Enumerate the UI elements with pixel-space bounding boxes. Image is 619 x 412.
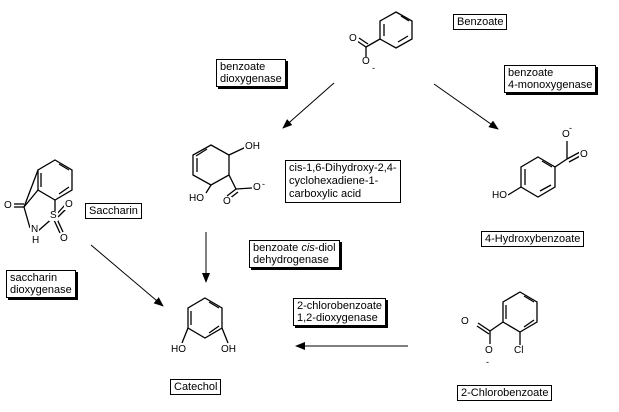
benzoate-charge: -: [372, 63, 375, 73]
chlorobenzoate-structure: [476, 291, 538, 345]
cis-diol-structure: [192, 144, 253, 200]
catechol-atom-oh: OH: [220, 344, 237, 355]
hydroxybenzoate-atom-ho: HO: [491, 190, 508, 201]
arrow-benzoate-to-diol: [282, 82, 335, 129]
diol-atom-o-minus: O: [252, 182, 262, 193]
enzyme-dehydrogenase-line1c: -diol: [314, 242, 336, 254]
cis-diol-name-line3: carboxylic acid: [289, 188, 362, 200]
enzyme-benzoate-dioxygenase: benzoate dioxygenase: [216, 59, 286, 87]
hydroxybenzoate-atom-o-double: O: [579, 149, 589, 160]
cis-diol-name-line2: cyclohexadiene-1-: [289, 175, 379, 187]
saccharin-atom-s: S: [49, 210, 58, 221]
compound-hydroxybenzoate: 4-Hydroxybenzoate: [481, 231, 585, 247]
saccharin-atom-o-s2: O: [59, 233, 69, 244]
diol-atom-ho: HO: [188, 193, 205, 204]
compound-saccharin: Saccharin: [85, 203, 142, 219]
diol-atom-oh: OH: [244, 141, 261, 152]
enzyme-benzoate-monooxygenase: benzoate 4-monoxygenase: [504, 65, 597, 93]
diol-atom-o-double: O: [222, 196, 232, 207]
enzyme-saccharin-dioxygenase-line1: saccharin: [10, 272, 58, 284]
benzoate-atom-o-minus: O: [361, 56, 371, 67]
catechol-structure: [181, 297, 229, 344]
chlorobenzoate-charge: -: [486, 357, 489, 367]
benzoate-atom-o-double: O: [348, 33, 358, 44]
hydroxybenzoate-charge: -: [569, 123, 572, 133]
enzyme-chlorobenzoate-dioxygenase-line1: 2-chlorobenzoate: [297, 300, 383, 312]
enzyme-dehydrogenase-line1a: benzoate: [253, 242, 302, 254]
enzyme-dehydrogenase-line1: benzoate cis-diol: [253, 242, 336, 254]
compound-chlorobenzoate: 2-Chlorobenzoate: [457, 385, 553, 401]
compound-benzoate: Benzoate: [453, 14, 508, 30]
saccharin-atom-h: H: [31, 235, 41, 246]
saccharin-structure: [14, 159, 73, 234]
arrow-benzoate-to-hydroxybenzoate: [433, 83, 499, 130]
saccharin-atom-o-s1: O: [64, 199, 74, 210]
enzyme-dehydrogenase-line2: dehydrogenase: [253, 254, 329, 266]
chlorobenzoate-atom-o-minus: O: [484, 345, 494, 356]
compound-cis-diol: cis-1,6-Dihydroxy-2,4- cyclohexadiene-1-…: [285, 160, 401, 203]
chlorobenzoate-atom-o-double: O: [460, 316, 470, 327]
enzyme-saccharin-dioxygenase-line2: dioxygenase: [10, 284, 72, 296]
diol-charge: -: [262, 179, 265, 189]
enzyme-chlorobenzoate-dioxygenase-line2: 1,2-dioxygenase: [297, 312, 378, 324]
catechol-atom-ho: HO: [170, 344, 187, 355]
chlorobenzoate-atom-cl: Cl: [513, 345, 525, 356]
compound-catechol: Catechol: [170, 379, 222, 395]
cis-diol-name-line1: cis-1,6-Dihydroxy-2,4-: [289, 162, 397, 174]
enzyme-saccharin-dioxygenase: saccharin dioxygenase: [6, 270, 76, 298]
enzyme-cis-diol-dehydrogenase: benzoate cis-diol dehydrogenase: [249, 240, 340, 268]
enzyme-benzoate-monooxygenase-line1: benzoate: [508, 67, 554, 79]
hydroxybenzoate-structure: [507, 141, 583, 198]
hydroxybenzoate-atom-o-minus: O: [561, 129, 571, 140]
saccharin-atom-n: N: [30, 224, 40, 235]
benzoate-structure: [356, 11, 413, 58]
enzyme-dehydrogenase-cis: cis: [301, 242, 315, 254]
enzyme-benzoate-monooxygenase-line2: 4-monoxygenase: [508, 79, 593, 91]
arrow-saccharin-to-catechol: [90, 244, 164, 307]
enzyme-chlorobenzoate-dioxygenase: 2-chlorobenzoate 1,2-dioxygenase: [293, 298, 387, 326]
reaction-arrows: [90, 82, 499, 350]
enzyme-benzoate-dioxygenase-line2: dioxygenase: [220, 73, 282, 85]
saccharin-atom-o-carbonyl: O: [3, 200, 13, 211]
enzyme-benzoate-dioxygenase-line1: benzoate: [220, 61, 266, 73]
